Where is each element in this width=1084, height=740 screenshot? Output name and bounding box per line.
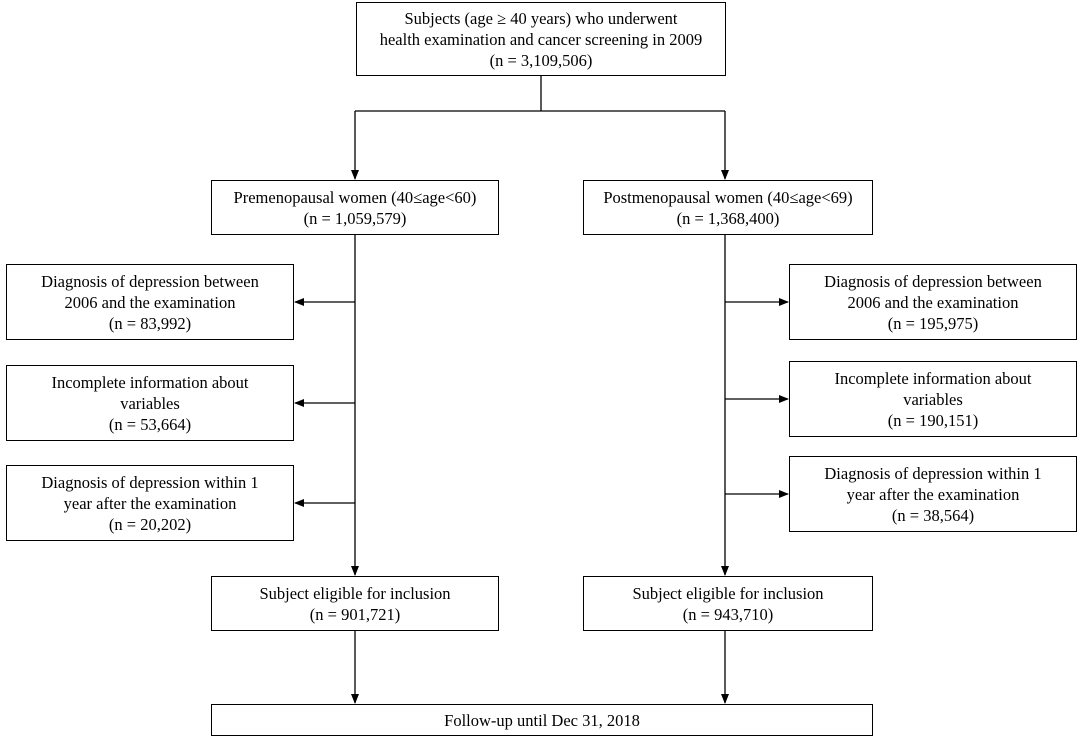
exclusion-line-2: variables	[120, 393, 180, 413]
exclusion-line-1: Diagnosis of depression within 1	[824, 463, 1042, 483]
exclusion-count: (n = 83,992)	[108, 313, 192, 333]
exclusion-count: (n = 195,975)	[887, 313, 979, 333]
premenopausal-eligible-box: Subject eligible for inclusion (n = 901,…	[211, 576, 499, 631]
screening-population-box: Subjects (age ≥ 40 years) who underwent …	[356, 2, 726, 76]
premenopausal-title: Premenopausal women (40≤age<60)	[233, 187, 477, 207]
exclusion-count: (n = 53,664)	[108, 414, 192, 434]
premenopausal-exclusion-early-depression-box: Diagnosis of depression within 1 year af…	[6, 465, 294, 541]
exclusion-line-1: Incomplete information about	[51, 372, 249, 392]
screening-population-line-2: health examination and cancer screening …	[379, 29, 703, 49]
screening-population-count: (n = 3,109,506)	[489, 50, 593, 70]
postmenopausal-exclusion-incomplete-info-box: Incomplete information about variables (…	[789, 361, 1077, 437]
premenopausal-women-box: Premenopausal women (40≤age<60) (n = 1,0…	[211, 180, 499, 235]
follow-up-text: Follow-up until Dec 31, 2018	[444, 710, 640, 730]
eligible-count: (n = 943,710)	[682, 604, 774, 624]
follow-up-box: Follow-up until Dec 31, 2018	[211, 704, 873, 736]
exclusion-count: (n = 190,151)	[887, 410, 979, 430]
eligible-title: Subject eligible for inclusion	[259, 583, 451, 603]
premenopausal-count: (n = 1,059,579)	[303, 208, 407, 228]
premenopausal-exclusion-incomplete-info-box: Incomplete information about variables (…	[6, 365, 294, 441]
exclusion-line-1: Incomplete information about	[834, 368, 1032, 388]
exclusion-line-2: 2006 and the examination	[64, 292, 236, 312]
eligible-count: (n = 901,721)	[309, 604, 401, 624]
postmenopausal-exclusion-prior-depression-box: Diagnosis of depression between 2006 and…	[789, 264, 1077, 340]
premenopausal-exclusion-prior-depression-box: Diagnosis of depression between 2006 and…	[6, 264, 294, 340]
postmenopausal-exclusion-early-depression-box: Diagnosis of depression within 1 year af…	[789, 456, 1077, 532]
postmenopausal-women-box: Postmenopausal women (40≤age<69) (n = 1,…	[583, 180, 873, 235]
screening-population-line-1: Subjects (age ≥ 40 years) who underwent	[404, 8, 678, 28]
exclusion-line-2: year after the examination	[846, 484, 1020, 504]
exclusion-line-2: year after the examination	[63, 493, 237, 513]
exclusion-line-1: Diagnosis of depression between	[824, 271, 1042, 291]
postmenopausal-eligible-box: Subject eligible for inclusion (n = 943,…	[583, 576, 873, 631]
exclusion-line-2: variables	[903, 389, 963, 409]
exclusion-count: (n = 20,202)	[108, 514, 192, 534]
eligible-title: Subject eligible for inclusion	[632, 583, 824, 603]
postmenopausal-title: Postmenopausal women (40≤age<69)	[603, 187, 853, 207]
exclusion-line-1: Diagnosis of depression between	[41, 271, 259, 291]
exclusion-line-1: Diagnosis of depression within 1	[41, 472, 259, 492]
postmenopausal-count: (n = 1,368,400)	[676, 208, 780, 228]
exclusion-count: (n = 38,564)	[891, 505, 975, 525]
exclusion-line-2: 2006 and the examination	[847, 292, 1019, 312]
